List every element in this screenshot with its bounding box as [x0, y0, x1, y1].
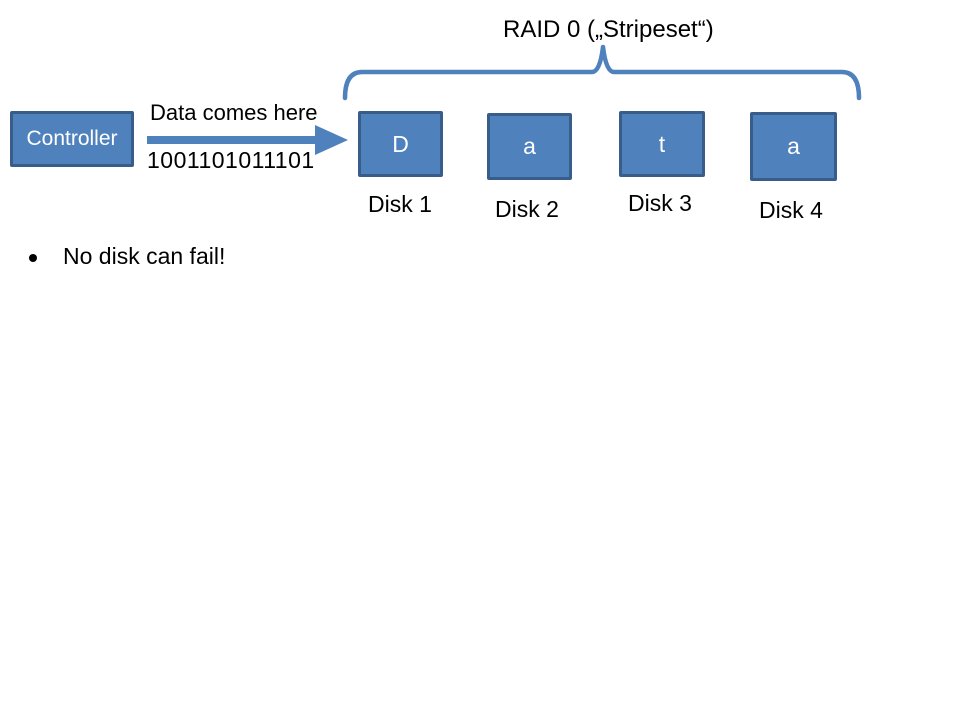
stripeset-brace [342, 44, 862, 101]
bullet-item: No disk can fail! [29, 243, 225, 270]
disk-2-box: a [487, 113, 572, 180]
bullet-text: No disk can fail! [63, 243, 226, 269]
disk-3-box: t [619, 111, 705, 177]
disk-1-label: Disk 1 [368, 191, 432, 217]
disk-3-letter: t [658, 130, 666, 157]
data-flow-arrow-icon [147, 125, 348, 155]
disk-3-label: Disk 3 [628, 190, 692, 216]
controller-label: Controller [26, 127, 118, 150]
disk-4-letter: a [787, 133, 800, 159]
slide-title: RAID 0 („Stripeset“) [503, 16, 714, 43]
controller-box: Controller [10, 111, 134, 167]
data-flow-caption: Data comes here [150, 100, 318, 125]
bullet-icon [29, 253, 37, 262]
data-bits: 1001101011101 [147, 147, 315, 173]
disk-1-letter: D [392, 130, 409, 157]
disk-4-box: a [750, 112, 837, 181]
disk-4-label: Disk 4 [759, 197, 823, 223]
disk-2-label: Disk 2 [495, 196, 559, 222]
disk-2-letter: a [523, 133, 536, 159]
disk-1-box: D [358, 111, 443, 177]
